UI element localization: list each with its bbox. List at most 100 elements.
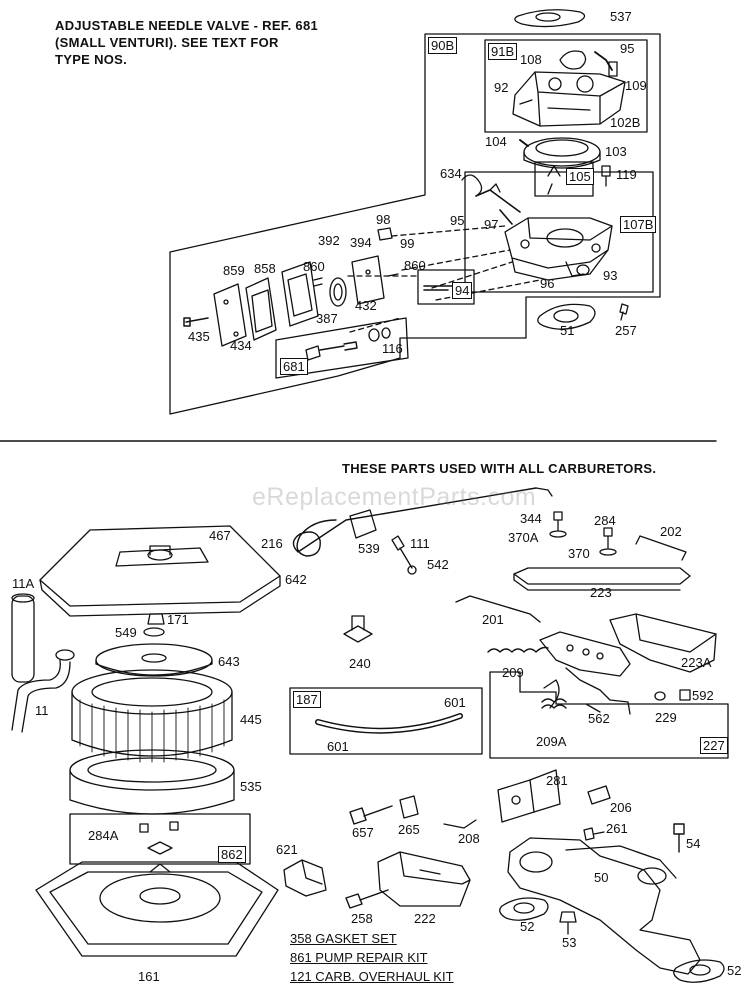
breather-tube-11A-drawing [11, 593, 35, 683]
link-201-drawing [455, 595, 541, 623]
part-label-11A: 11A [12, 576, 35, 591]
part-label-392: 392 [318, 233, 340, 248]
fitting-240-drawing [343, 615, 373, 643]
carb-bowl-cover-drawing [512, 50, 626, 127]
part-label-54: 54 [686, 836, 701, 851]
part-label-93: 93 [603, 268, 618, 283]
clip-265-drawing [399, 795, 419, 819]
part-label-52b: 52 [727, 963, 742, 978]
part-label-95b: 95 [450, 213, 465, 228]
box-label-105: 105 [566, 168, 594, 185]
part-label-467: 467 [209, 528, 231, 543]
part-label-92: 92 [494, 80, 509, 95]
gasket-51-drawing [537, 303, 596, 330]
bracket-281-drawing [497, 769, 561, 823]
nut-171-drawing [147, 613, 165, 625]
leader-lines [347, 225, 541, 333]
washer-549-drawing [143, 627, 165, 637]
part-label-387: 387 [316, 311, 338, 326]
part-label-539: 539 [358, 541, 380, 556]
box-label-90B: 90B [428, 37, 458, 54]
part-label-108: 108 [520, 52, 542, 67]
part-label-634: 634 [440, 166, 462, 181]
screw-284-drawing [603, 527, 613, 549]
part-label-542: 542 [427, 557, 449, 572]
kit-carb-overhaul: 121 CARB. OVERHAUL KIT [290, 969, 454, 984]
bracket-222-drawing [377, 851, 471, 907]
box-label-681: 681 [280, 358, 308, 375]
needle-valve-note-line2: (SMALL VENTURI). SEE TEXT FOR [55, 35, 279, 50]
filter-445-drawing [71, 669, 233, 763]
bracket-539-drawing [349, 509, 377, 539]
kit-gasket-set: 358 GASKET SET [290, 931, 397, 946]
part-label-394: 394 [350, 235, 372, 250]
watermark: eReplacementParts.com [252, 483, 537, 511]
part-label-229: 229 [655, 710, 677, 725]
part-label-537: 537 [610, 9, 632, 24]
clip-621-drawing [283, 859, 327, 897]
box-label-91B: 91B [488, 43, 518, 60]
part-label-50: 50 [594, 870, 609, 885]
part-label-344: 344 [520, 511, 542, 526]
screw-435-drawing [183, 317, 209, 327]
part-label-860a: 860 [303, 259, 325, 274]
nut-592-drawing [679, 689, 691, 701]
part-label-621: 621 [276, 842, 298, 857]
pump-parts-drawing [213, 255, 399, 347]
part-label-549: 549 [115, 625, 137, 640]
part-label-601b: 601 [327, 739, 349, 754]
box-681-frame [275, 317, 409, 379]
part-label-601a: 601 [444, 695, 466, 710]
all-carburetors-note: THESE PARTS USED WITH ALL CARBURETORS. [342, 461, 657, 476]
part-label-209A: 209A [536, 734, 567, 749]
part-label-98: 98 [376, 212, 391, 227]
box-label-862: 862 [218, 846, 246, 863]
part-label-435: 435 [188, 329, 210, 344]
part-label-642: 642 [285, 572, 307, 587]
part-label-284: 284 [594, 513, 616, 528]
base-parts-862-drawing [139, 821, 179, 855]
link-208-drawing [443, 819, 477, 829]
box-187-frame [289, 687, 483, 755]
part-label-657: 657 [352, 825, 374, 840]
part-label-109: 109 [625, 78, 647, 93]
bolt-53-drawing [559, 911, 577, 935]
screw-344-drawing [553, 511, 563, 531]
box-label-227: 227 [700, 737, 728, 754]
box-227-frame [489, 671, 729, 759]
part-label-206: 206 [610, 800, 632, 815]
part-label-53: 53 [562, 935, 577, 950]
gasket-52b-drawing [673, 959, 725, 983]
part-label-161: 161 [138, 969, 160, 984]
part-label-370: 370 [568, 546, 590, 561]
bracket-223A-drawing [609, 613, 717, 673]
plate-223-drawing [513, 567, 691, 585]
part-label-223A: 223A [681, 655, 712, 670]
box-label-187: 187 [293, 691, 321, 708]
part-label-535: 535 [240, 779, 262, 794]
air-cleaner-base-161-drawing [35, 861, 279, 957]
part-label-432: 432 [355, 298, 377, 313]
part-label-592: 592 [692, 688, 714, 703]
screw-119-drawing [601, 165, 611, 187]
air-cleaner-cover-642-drawing [39, 525, 281, 617]
part-label-116: 116 [382, 341, 403, 356]
part-label-434: 434 [230, 338, 252, 353]
part-label-51: 51 [560, 323, 575, 338]
plate-643-drawing [95, 643, 213, 677]
carb-body-107B-drawing [504, 217, 613, 281]
needle-valve-note-line3: TYPE NOS. [55, 52, 128, 67]
part-label-95: 95 [620, 41, 635, 56]
link-202-drawing [635, 535, 687, 561]
box-90B-frame [169, 33, 661, 415]
breather-hose-11-drawing [11, 659, 71, 733]
screw-111-drawing [391, 535, 413, 569]
part-label-858: 858 [254, 261, 276, 276]
part-label-257: 257 [615, 323, 637, 338]
throttle-lever-drawing [461, 174, 521, 225]
part-label-258: 258 [351, 911, 373, 926]
part-label-201: 201 [482, 612, 504, 627]
screw-657-drawing [349, 805, 393, 825]
part-label-643: 643 [218, 654, 240, 669]
